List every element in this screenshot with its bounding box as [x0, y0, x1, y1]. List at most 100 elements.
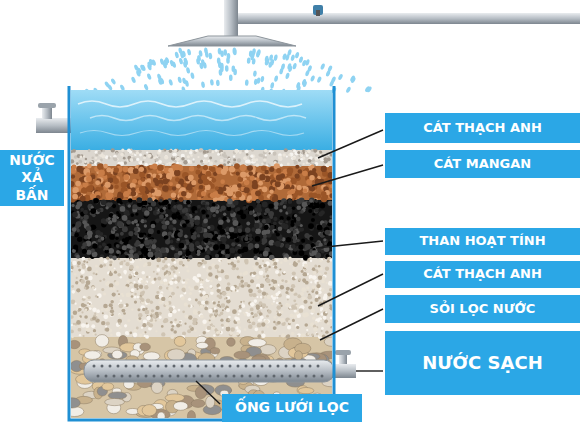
granule	[284, 148, 288, 152]
granule	[246, 222, 250, 226]
granule	[84, 315, 88, 319]
water-drop	[345, 86, 351, 93]
granule	[172, 220, 176, 224]
granule	[269, 167, 274, 172]
granule	[110, 259, 114, 263]
granule	[72, 212, 78, 218]
granule	[244, 187, 250, 193]
water-drop	[190, 72, 195, 79]
granule	[221, 169, 227, 175]
granule	[188, 175, 194, 181]
granule	[229, 247, 235, 253]
water-drop	[337, 73, 343, 80]
granule	[249, 211, 253, 215]
granule	[220, 236, 225, 241]
granule	[181, 191, 186, 196]
granule	[329, 193, 332, 198]
granule	[189, 166, 194, 171]
granule	[134, 227, 138, 231]
granule	[77, 237, 83, 243]
granule	[292, 234, 298, 240]
granule	[235, 191, 241, 197]
granule	[130, 213, 134, 217]
granule	[252, 158, 256, 162]
granule	[238, 228, 242, 232]
granule	[321, 166, 327, 172]
granule	[264, 170, 269, 175]
granule	[229, 227, 234, 232]
granule	[155, 190, 162, 197]
granule	[248, 171, 253, 176]
granule	[147, 154, 151, 158]
granule	[108, 248, 114, 254]
granule	[163, 148, 166, 151]
granule	[182, 332, 186, 336]
granule	[287, 198, 292, 203]
granule	[299, 227, 303, 231]
granule	[236, 207, 240, 211]
granule	[156, 273, 158, 275]
granule	[116, 198, 122, 204]
granule	[263, 275, 266, 278]
granule	[222, 327, 224, 329]
granule	[322, 223, 327, 228]
granule	[80, 216, 83, 219]
granule	[72, 227, 77, 232]
granule	[312, 250, 317, 255]
granule	[171, 192, 176, 197]
granule	[202, 202, 205, 205]
granule	[125, 324, 128, 327]
granule	[85, 158, 87, 160]
granule	[287, 167, 294, 174]
granule	[99, 264, 103, 268]
granule	[153, 239, 157, 243]
granule	[229, 163, 231, 165]
granule	[300, 158, 303, 161]
water-drop	[139, 64, 145, 71]
granule	[280, 202, 284, 206]
granule	[259, 254, 262, 257]
granule	[325, 230, 330, 235]
granule	[98, 245, 101, 248]
granule	[101, 199, 107, 205]
granule	[263, 251, 269, 257]
granule	[201, 200, 205, 204]
granule	[221, 251, 225, 255]
granule	[226, 232, 229, 235]
granule	[330, 153, 332, 156]
granule	[258, 181, 263, 186]
granule	[76, 288, 80, 292]
granule	[175, 177, 180, 182]
granule	[203, 179, 209, 185]
granule	[103, 278, 106, 281]
water-drop	[298, 56, 303, 63]
granule	[210, 247, 213, 250]
granule	[282, 153, 286, 157]
water-drop	[270, 82, 275, 89]
granule	[86, 226, 91, 231]
granule	[101, 218, 106, 223]
granule	[183, 183, 187, 187]
granule	[292, 156, 296, 160]
granule	[92, 225, 96, 229]
granule	[196, 149, 199, 152]
granule	[254, 217, 258, 221]
granule	[158, 149, 161, 152]
granule	[296, 199, 302, 205]
granule	[295, 174, 300, 179]
granule-group	[71, 256, 332, 339]
granule	[108, 217, 111, 220]
granule	[241, 249, 245, 253]
granule	[233, 158, 236, 161]
water-drop	[143, 84, 149, 91]
granule	[235, 238, 240, 243]
granule	[236, 290, 238, 292]
granule	[119, 262, 123, 266]
water-drop	[164, 57, 169, 64]
granule	[144, 331, 146, 333]
granule	[244, 328, 247, 331]
water-drop	[135, 70, 141, 77]
granule	[240, 213, 246, 219]
granule	[210, 247, 214, 251]
granule	[166, 163, 168, 165]
